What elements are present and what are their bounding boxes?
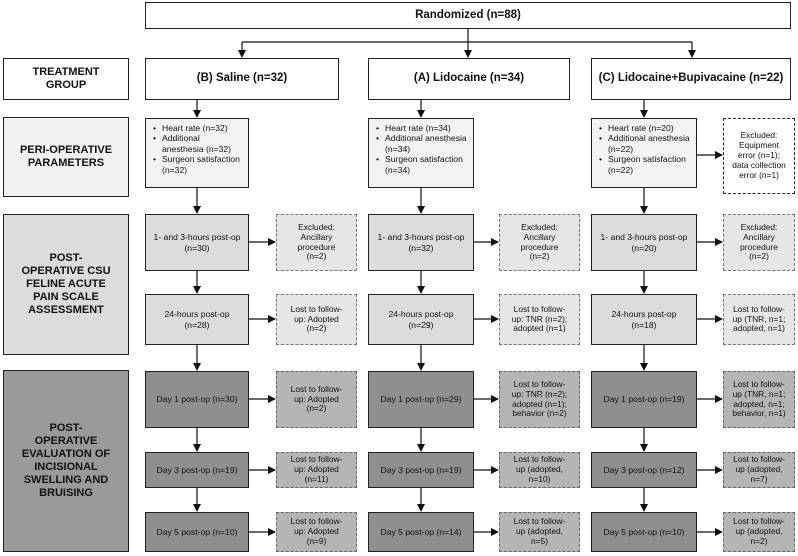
group-saline-day1: Day 1 post-op (n=30) <box>145 371 249 428</box>
group-lidocaine-csu-1-3h-excluded: Excluded: Ancillary procedure (n=2) <box>499 214 580 271</box>
group-saline-day3: Day 3 post-op (n=19) <box>145 452 249 488</box>
group-lido-bupi-day5-lost: Lost to follow- up (adopted, n=2) <box>723 512 795 552</box>
group-lidocaine-day3-lost: Lost to follow- up (adopted, n=10) <box>499 452 580 488</box>
group-lidocaine-csu-1-3h: 1- and 3-hours post-op (n=32) <box>368 214 474 271</box>
group-saline-day5-lost: Lost to follow- up: Adopted (n=9) <box>276 512 357 552</box>
peri-item: Additional anesthesia (n=32) <box>153 133 242 154</box>
group-lido-bupi-peri: Heart rate (n=20)Additional anesthesia (… <box>591 118 697 188</box>
group-lidocaine-peri: Heart rate (n=34)Additional anesthesia (… <box>368 118 474 188</box>
peri-item: Heart rate (n=32) <box>153 123 242 134</box>
group-lido-bupi-csu-24h: 24-hours post-op (n=18) <box>591 294 697 345</box>
group-saline-title: (B) Saline (n=32) <box>145 58 339 100</box>
group-lido-bupi-csu-1-3h-excluded: Excluded: Ancillary procedure (n=2) <box>723 214 795 271</box>
peri-item: Heart rate (n=20) <box>599 123 690 134</box>
group-lidocaine-day5-lost: Lost to follow- up (adopted, n=5) <box>499 512 580 552</box>
group-saline-csu-24h: 24-hours post-op (n=28) <box>145 294 249 345</box>
group-lidocaine-day3: Day 3 post-op (n=19) <box>368 452 474 488</box>
peri-item: Additional anesthesia (n=34) <box>376 133 467 154</box>
randomized-box: Randomized (n=88) <box>145 2 791 29</box>
group-lidocaine-day1: Day 1 post-op (n=29) <box>368 371 474 428</box>
group-saline-csu-1-3h-excluded: Excluded: Ancillary procedure (n=2) <box>276 214 357 271</box>
row-label-swelling-evaluation: POST- OPERATIVE EVALUATION OF INCISIONAL… <box>3 370 129 552</box>
group-lido-bupi-day1: Day 1 post-op (n=19) <box>591 371 697 428</box>
group-saline-csu-1-3h: 1- and 3-hours post-op (n=30) <box>145 214 249 271</box>
peri-item: Additional anesthesia (n=22) <box>599 133 690 154</box>
group-lido-bupi-csu-1-3h: 1- and 3-hours post-op (n=20) <box>591 214 697 271</box>
group-lido-bupi-peri-excluded: Excluded: Equipment error (n=1); data co… <box>723 118 795 194</box>
group-lidocaine-day1-lost: Lost to follow- up: TNR (n=2); adopted (… <box>499 371 580 428</box>
randomized-label: Randomized (n=88) <box>415 8 521 21</box>
group-lido-bupi-day5: Day 5 post-op (n=10) <box>591 512 697 552</box>
group-lido-bupi-title: (C) Lidocaine+Bupivacaine (n=22) <box>591 58 791 100</box>
group-lido-bupi-day3: Day 3 post-op (n=12) <box>591 452 697 488</box>
peri-item: Surgeon satisfaction (n=22) <box>599 154 690 175</box>
group-lidocaine-day5: Day 5 post-op (n=14) <box>368 512 474 552</box>
group-lidocaine-csu-24h-lost: Lost to follow- up: TNR (n=2); adopted (… <box>499 294 580 345</box>
group-saline-day1-lost: Lost to follow- up: Adopted (n=2) <box>276 371 357 428</box>
row-label-peri-operative: PERI-OPERATIVE PARAMETERS <box>3 117 129 197</box>
peri-item: Heart rate (n=34) <box>376 123 467 134</box>
peri-item: Surgeon satisfaction (n=34) <box>376 154 467 175</box>
row-label-csu-assessment: POST- OPERATIVE CSU FELINE ACUTE PAIN SC… <box>3 214 129 355</box>
group-lidocaine-csu-24h: 24-hours post-op (n=29) <box>368 294 474 345</box>
group-lido-bupi-csu-24h-lost: Lost to follow- up (TNR, n=1; adopted, n… <box>723 294 795 345</box>
group-lidocaine-title: (A) Lidocaine (n=34) <box>368 58 570 100</box>
group-lido-bupi-day1-lost: Lost to follow- up (TNR, n=1; adopted, n… <box>723 371 795 428</box>
row-label-treatment: TREATMENT GROUP <box>3 58 129 100</box>
group-saline-day5: Day 5 post-op (n=10) <box>145 512 249 552</box>
group-lido-bupi-day3-lost: Lost to follow- up (adopted, n=7) <box>723 452 795 488</box>
group-saline-csu-24h-lost: Lost to follow- up: Adopted (n=2) <box>276 294 357 345</box>
peri-item: Surgeon satisfaction (n=32) <box>153 154 242 175</box>
group-saline-day3-lost: Lost to follow- up: Adopted (n=11) <box>276 452 357 488</box>
group-saline-peri: Heart rate (n=32)Additional anesthesia (… <box>145 118 249 188</box>
